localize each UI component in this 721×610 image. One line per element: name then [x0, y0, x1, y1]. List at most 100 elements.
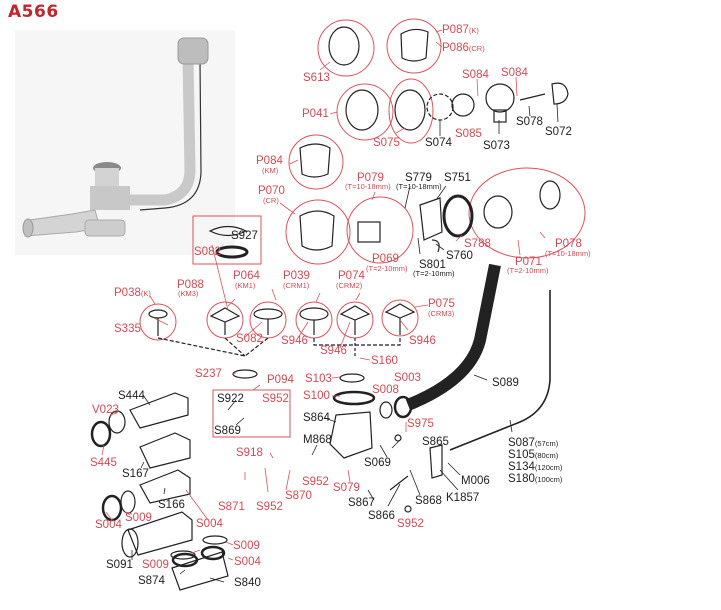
- part-s100: [332, 390, 376, 406]
- diagram-title: A566: [8, 2, 59, 22]
- part-s075-ring: [394, 89, 426, 131]
- part-s613-cover: [328, 26, 360, 66]
- part-s760: [431, 239, 440, 253]
- part-s082: [215, 245, 249, 259]
- label-s445: S445: [90, 457, 117, 469]
- label-s613: S613: [303, 72, 330, 84]
- label-s751: S751: [444, 172, 471, 184]
- label-p084-note: (KM): [262, 166, 279, 175]
- label-s869: S869: [214, 425, 241, 437]
- label-p070-note: (CR): [263, 196, 279, 205]
- label-p041: P041: [302, 108, 329, 120]
- part-k1857: [429, 444, 443, 479]
- label-p039-note: (CRM1): [283, 281, 310, 290]
- label-p070: P070: [258, 185, 285, 197]
- label-s335: S335: [114, 323, 141, 335]
- label-m006: M006: [461, 475, 490, 487]
- label-p039: P039: [283, 270, 310, 282]
- circle-p087: [386, 18, 442, 74]
- label-s009-c: S009: [233, 540, 260, 552]
- label-s084-a: S084: [462, 69, 489, 81]
- label-s444: S444: [118, 390, 145, 402]
- circle-s075: [388, 78, 434, 144]
- part-p078-plate: [539, 180, 561, 210]
- label-s084-b: S084: [501, 67, 528, 79]
- label-s003: S003: [394, 372, 421, 384]
- label-s237: S237: [195, 368, 222, 380]
- label-p087: P087(K): [442, 24, 479, 36]
- label-p086: P086(CR): [442, 42, 485, 54]
- label-s009-a: S009: [125, 512, 152, 524]
- box-p094: [212, 389, 291, 438]
- label-s946-c: S946: [409, 335, 436, 347]
- label-p078: P078: [555, 238, 582, 250]
- label-s167: S167: [122, 468, 149, 480]
- part-p084-cover: [299, 143, 331, 178]
- label-s089: S089: [492, 377, 519, 389]
- label-p075: P075: [428, 298, 455, 310]
- part-p087-cover: [400, 28, 429, 62]
- label-s918: S918: [236, 447, 263, 459]
- part-p069: [357, 221, 381, 243]
- label-s927: S927: [231, 230, 258, 242]
- part-s864: [329, 411, 373, 459]
- label-s008: S008: [372, 384, 399, 396]
- label-p038: P038(K): [114, 287, 151, 299]
- label-s779: S779: [405, 172, 432, 184]
- part-s166: [139, 469, 191, 504]
- label-p074-note: (CRM2): [336, 281, 363, 290]
- label-m868: M868: [303, 434, 332, 446]
- label-s975: S975: [407, 418, 434, 430]
- label-s946-b: S946: [320, 345, 347, 357]
- label-cable-s105: S105(80cm): [508, 449, 559, 461]
- label-s868: S868: [415, 495, 442, 507]
- label-s870: S870: [285, 490, 312, 502]
- part-s085: [451, 93, 475, 117]
- box-s927-s082: [192, 215, 262, 265]
- label-s952-b: S952: [302, 476, 329, 488]
- label-s004-c: S004: [234, 556, 261, 568]
- part-s072: [551, 82, 569, 105]
- label-p064: P064: [233, 270, 260, 282]
- label-p088-note: (KM3): [178, 289, 199, 298]
- label-p074: P074: [338, 270, 365, 282]
- label-s874: S874: [138, 575, 165, 587]
- part-s074: [426, 93, 454, 121]
- label-s091: S091: [106, 559, 133, 571]
- circle-p079: [346, 196, 414, 264]
- label-k1857: K1857: [446, 492, 480, 504]
- label-p084: P084: [256, 155, 283, 167]
- circle-p041: [336, 83, 394, 141]
- label-s160: S160: [371, 355, 398, 367]
- label-p071-note: (T=2-10mm): [507, 266, 549, 275]
- circle-p084: [288, 134, 344, 190]
- label-s865: S865: [422, 436, 449, 448]
- circle-p075: [381, 299, 419, 337]
- label-p069-note: (T=2-10mm): [366, 264, 408, 273]
- label-cable-s180: S180(100cm): [508, 473, 563, 485]
- part-s751: [419, 197, 443, 241]
- label-s788: S788: [464, 238, 491, 250]
- label-s840: S840: [234, 577, 261, 589]
- part-s103: [339, 373, 365, 383]
- label-s952-a: S952: [262, 393, 289, 405]
- circle-p078: [468, 167, 586, 259]
- part-s073-outlet: [493, 109, 507, 123]
- label-p088: P088: [177, 279, 204, 291]
- label-p094: P094: [267, 374, 294, 386]
- part-p041-cover: [345, 89, 379, 131]
- label-s069: S069: [364, 457, 391, 469]
- label-s085: S085: [455, 128, 482, 140]
- label-p064-note: (KM1): [235, 281, 256, 290]
- label-p069: P069: [372, 253, 399, 265]
- label-s075: S075: [373, 137, 400, 149]
- product-photo: [15, 30, 235, 255]
- label-s004-a: S004: [95, 519, 122, 531]
- label-s078: S078: [516, 116, 543, 128]
- label-p075-note: (CRM3): [428, 309, 455, 318]
- label-s866: S866: [368, 510, 395, 522]
- part-s927: [208, 225, 248, 237]
- part-s237: [232, 369, 258, 379]
- label-s867: S867: [348, 497, 375, 509]
